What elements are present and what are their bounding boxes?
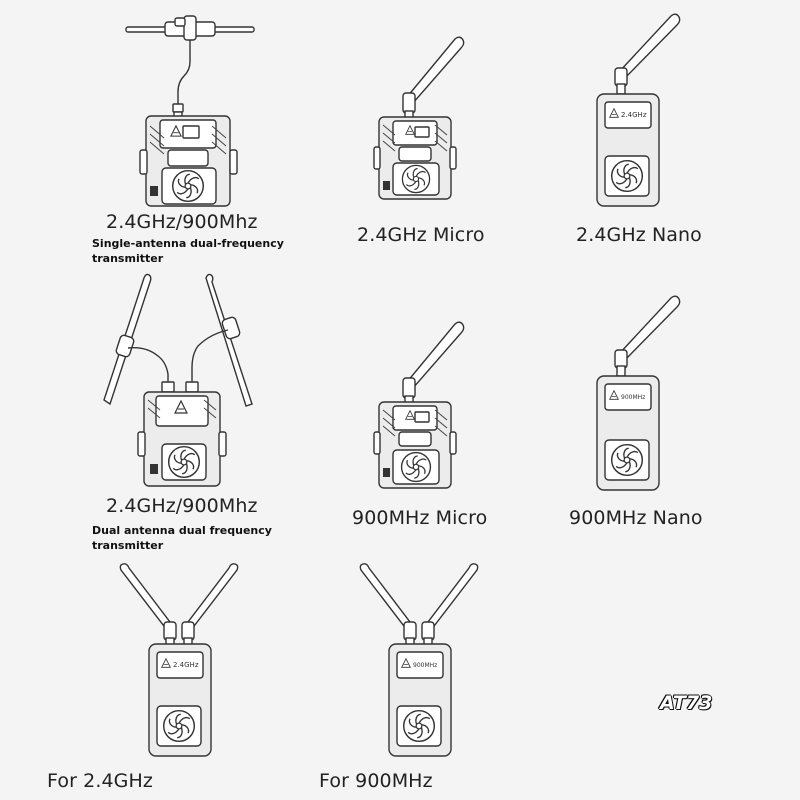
antenna-icon <box>614 295 681 377</box>
fan-icon <box>402 709 436 743</box>
device-text: 2.4GHz <box>173 661 199 669</box>
product-sublabel: transmitter <box>92 539 164 552</box>
fan-icon <box>610 443 644 477</box>
antenna-icon <box>125 15 255 119</box>
fan-icon <box>167 445 201 479</box>
product-label: For 2.4GHz <box>47 770 153 792</box>
product-label: 2.4GHz/900Mhz <box>106 211 258 233</box>
transmitter-illustration <box>125 15 255 207</box>
antenna-icon <box>402 321 465 405</box>
device-text: 2.4GHz <box>621 111 647 119</box>
antenna-icon <box>402 36 465 120</box>
antenna-icon <box>359 563 479 647</box>
nano-transmitter-illustration: 900MHz <box>596 295 681 491</box>
fan-icon <box>162 709 196 743</box>
nano-transmitter-illustration: 2.4GHz <box>596 13 681 207</box>
fan-icon <box>401 164 431 194</box>
product-label: 2.4GHz/900Mhz <box>106 495 258 517</box>
fan-icon <box>610 159 644 193</box>
device-text: 900MHz <box>621 394 645 401</box>
product-sublabel: Dual antenna dual frequency <box>92 524 272 537</box>
antenna-icon <box>614 13 681 95</box>
fan-icon <box>171 169 205 203</box>
device-text: 900MHz <box>413 662 437 669</box>
product-sublabel: transmitter <box>92 252 164 265</box>
micro-transmitter-illustration <box>373 321 465 489</box>
fan-icon <box>400 451 432 483</box>
micro-transmitter-illustration <box>373 36 465 200</box>
product-label: 900MHz Micro <box>352 507 488 529</box>
dual-antenna-nano-illustration: 2.4GHz <box>119 563 239 757</box>
dual-transmitter-illustration <box>103 273 253 487</box>
product-label: 2.4GHz Nano <box>576 224 702 246</box>
product-sublabel: Single-antenna dual-frequency <box>92 237 284 250</box>
product-label: For 900MHz <box>319 770 433 792</box>
antenna-icon <box>103 273 253 407</box>
product-label: 2.4GHz Micro <box>357 224 485 246</box>
antenna-icon <box>119 563 239 647</box>
product-label: 900MHz Nano <box>569 507 703 529</box>
watermark: AT73 <box>660 692 713 714</box>
dual-antenna-nano-illustration: 900MHz <box>359 563 479 757</box>
